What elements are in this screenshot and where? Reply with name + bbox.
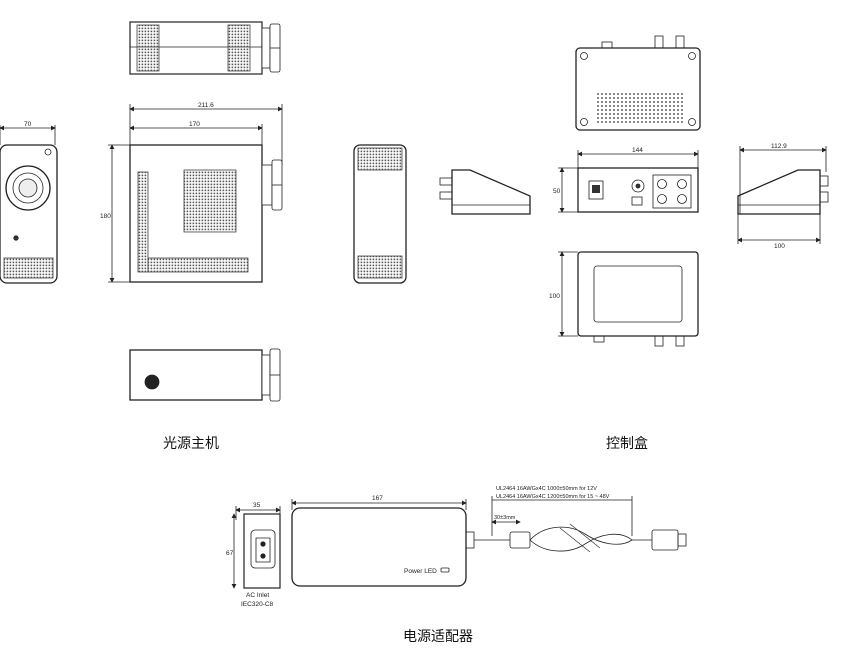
- control-height-label: 50: [553, 188, 561, 195]
- adapter-cable-note-2: UL2464 16AWGx4C 1200±50mm for 15 ~ 48V: [496, 494, 610, 500]
- host-front-width-label: 70: [24, 121, 32, 128]
- dimension-labels: 70 211.6 170 180 144 50 112.9 100 100 35…: [24, 102, 787, 608]
- control-right-side-view: [737, 146, 829, 244]
- control-front-width-label: 144: [632, 147, 643, 154]
- adapter-inlet-height-label: 67: [226, 550, 234, 557]
- adapter-inlet-width-label: 35: [253, 502, 261, 509]
- adapter-body-view: [291, 499, 475, 587]
- host-body-width-label: 170: [189, 121, 200, 128]
- control-caption: 控制盒: [606, 435, 648, 452]
- adapter-ac-inlet-view: [231, 506, 281, 589]
- host-caption: 光源主机: [163, 436, 219, 452]
- host-side-view: [108, 104, 283, 283]
- host-bottom-view: [129, 348, 281, 402]
- adapter-body-length-label: 167: [372, 495, 383, 502]
- host-height-label: 180: [100, 213, 111, 220]
- adapter-caption: 电源适配器: [403, 629, 473, 645]
- adapter-cable-view: [474, 496, 687, 553]
- control-top-depth-label: 100: [549, 293, 560, 300]
- adapter-strip-length-label: 30±3mm: [494, 515, 516, 521]
- control-front-view: [558, 150, 699, 213]
- host-back-view: [353, 144, 407, 284]
- adapter-cable-note-1: UL2464 16AWGx4C 1000±50mm for 12V: [496, 486, 597, 492]
- host-front-view: [0, 125, 58, 284]
- host-total-width-label: 211.6: [198, 102, 214, 109]
- control-left-side-view: [439, 169, 531, 215]
- adapter-ac-inlet-label: AC Inlet: [246, 592, 269, 599]
- control-bottom-view: [558, 251, 699, 347]
- adapter-iec-label: IEC320-C8: [241, 601, 274, 608]
- adapter-power-led-label: Power LED: [404, 568, 437, 575]
- captions: 光源主机 控制盒 电源适配器: [163, 435, 648, 645]
- control-top-view: [575, 35, 701, 131]
- control-side-width-label: 112.9: [771, 143, 787, 150]
- host-top-view: [129, 21, 281, 75]
- control-side-base-label: 100: [774, 243, 785, 250]
